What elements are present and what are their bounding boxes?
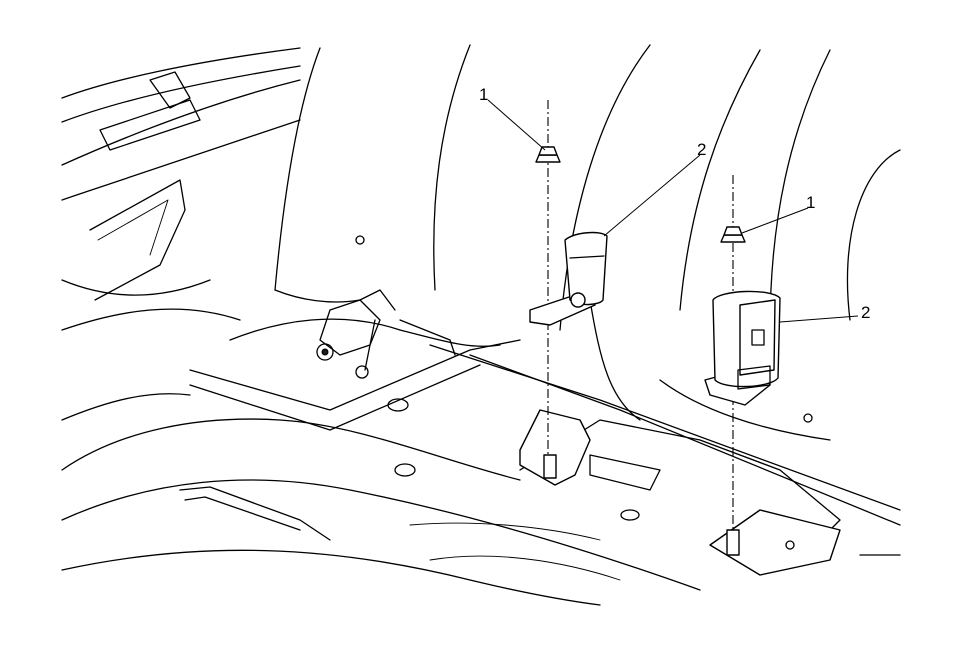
left-buckle-anchor — [519, 409, 591, 486]
right-nut — [720, 226, 746, 243]
right-buckle-anchor — [709, 509, 841, 576]
seat-hinge-bracket — [316, 289, 456, 379]
callout-nut-right: 1 — [806, 193, 815, 212]
rear-seat-back — [274, 44, 901, 441]
callout-buckle-left: 2 — [697, 140, 706, 159]
floor-pan — [61, 318, 901, 606]
callout-nut-left: 1 — [479, 85, 488, 104]
left-nut — [535, 146, 561, 163]
left-buckle — [529, 231, 608, 326]
door-trim-panel — [61, 47, 301, 421]
right-buckle — [704, 290, 781, 406]
callout-buckle-right: 2 — [861, 303, 870, 322]
